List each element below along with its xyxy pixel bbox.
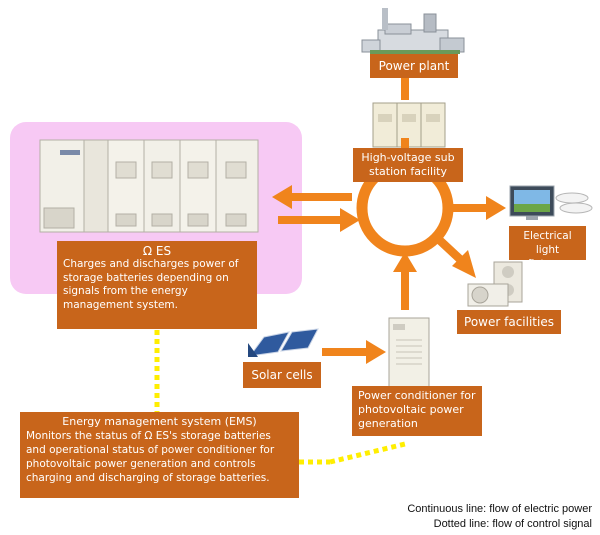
ems-label: Energy management system (EMS) Monitors … [20, 412, 299, 498]
power-flow-arrows [272, 76, 506, 364]
substation-label: High-voltage sub station facility [353, 148, 463, 182]
power-facilities-label: Power facilities [457, 310, 561, 334]
omega-es-description: Charges and discharges power of storage … [63, 258, 239, 311]
lighting-label: Electrical light fixtures [509, 226, 586, 270]
legend-continuous: Continuous line: flow of electric power [407, 503, 592, 515]
power-plant-icon [361, 8, 465, 54]
omega-es-cabinets-icon [39, 139, 259, 233]
ems-description: Monitors the status of Ω ES's storage ba… [26, 430, 275, 484]
power-plant-label: Power plant [370, 54, 458, 78]
light-fixture-icon [509, 185, 593, 220]
ems-title: Energy management system (EMS) [62, 415, 257, 428]
power-conditioner-icon [388, 317, 430, 389]
omega-es-label: Ω ES Charges and discharges power of sto… [57, 241, 257, 329]
power-facilities-icon [467, 261, 523, 307]
substation-icon [372, 102, 446, 148]
power-conditioner-label: Power conditioner for photovoltaic power… [352, 386, 482, 436]
solar-cells-label: Solar cells [243, 362, 321, 388]
control-signal-lines [154, 330, 406, 465]
omega-es-title: Ω ES [142, 244, 172, 258]
solar-panel-icon [248, 328, 319, 357]
legend-dotted: Dotted line: flow of control signal [433, 518, 592, 530]
